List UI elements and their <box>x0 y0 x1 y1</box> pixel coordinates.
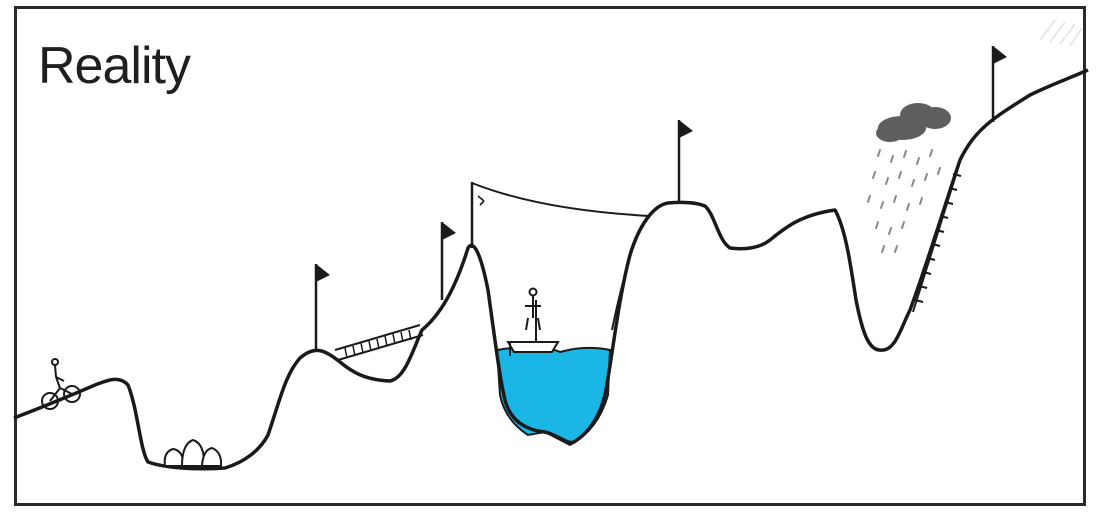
sky-hatching <box>1040 20 1082 46</box>
cloud-icon <box>876 103 951 142</box>
boat-icon <box>508 289 558 357</box>
boulder-icon <box>165 440 221 466</box>
bicycle-rider-icon <box>42 359 80 409</box>
flag-icon <box>679 120 693 202</box>
lake-water <box>497 347 610 445</box>
ladder-icon <box>913 162 961 312</box>
zipline-rope <box>472 183 650 216</box>
page-title: Reality <box>38 40 190 92</box>
zipline-rider-icon <box>478 196 484 205</box>
flag-icon <box>316 264 330 350</box>
rain-icon <box>868 150 940 252</box>
